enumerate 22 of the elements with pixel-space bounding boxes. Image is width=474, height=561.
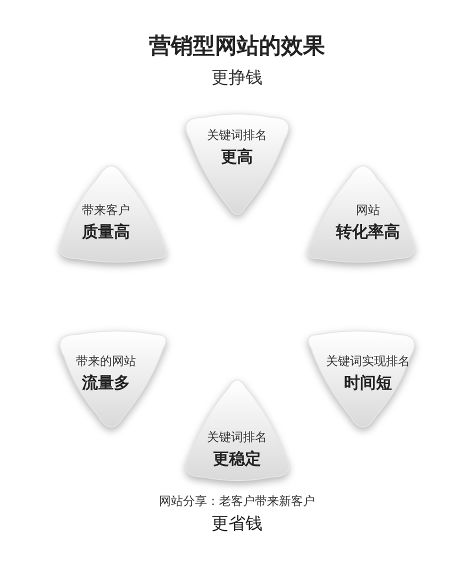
footer-text: 更省钱	[212, 513, 262, 536]
petal-card	[186, 380, 288, 480]
petal-heading: 关键词实现排名	[326, 353, 410, 370]
petal-value: 质量高	[82, 221, 130, 244]
petal-card	[61, 331, 166, 428]
petal-heading: 网站	[356, 202, 380, 220]
note-text: 网站分享：老客户带来新客户	[159, 493, 315, 510]
petal-heading: 关键词排名	[207, 428, 267, 446]
petal-value: 转化率高	[336, 221, 400, 244]
petal-card	[308, 331, 413, 428]
subtitle: 更挣钱	[212, 67, 262, 90]
petal-value: 时间短	[344, 372, 392, 394]
title: 营销型网站的效果	[149, 33, 325, 61]
petal-heading: 带来客户	[82, 202, 130, 220]
petal-heading: 带来的网站	[76, 353, 136, 370]
petal-value: 更稳定	[213, 448, 261, 470]
petal-card	[308, 166, 413, 263]
petal-value: 更高	[221, 146, 253, 168]
petal-card	[186, 114, 288, 214]
petal-heading: 关键词排名	[207, 126, 267, 144]
petal-card	[61, 166, 166, 263]
petal-value: 流量多	[82, 372, 130, 394]
